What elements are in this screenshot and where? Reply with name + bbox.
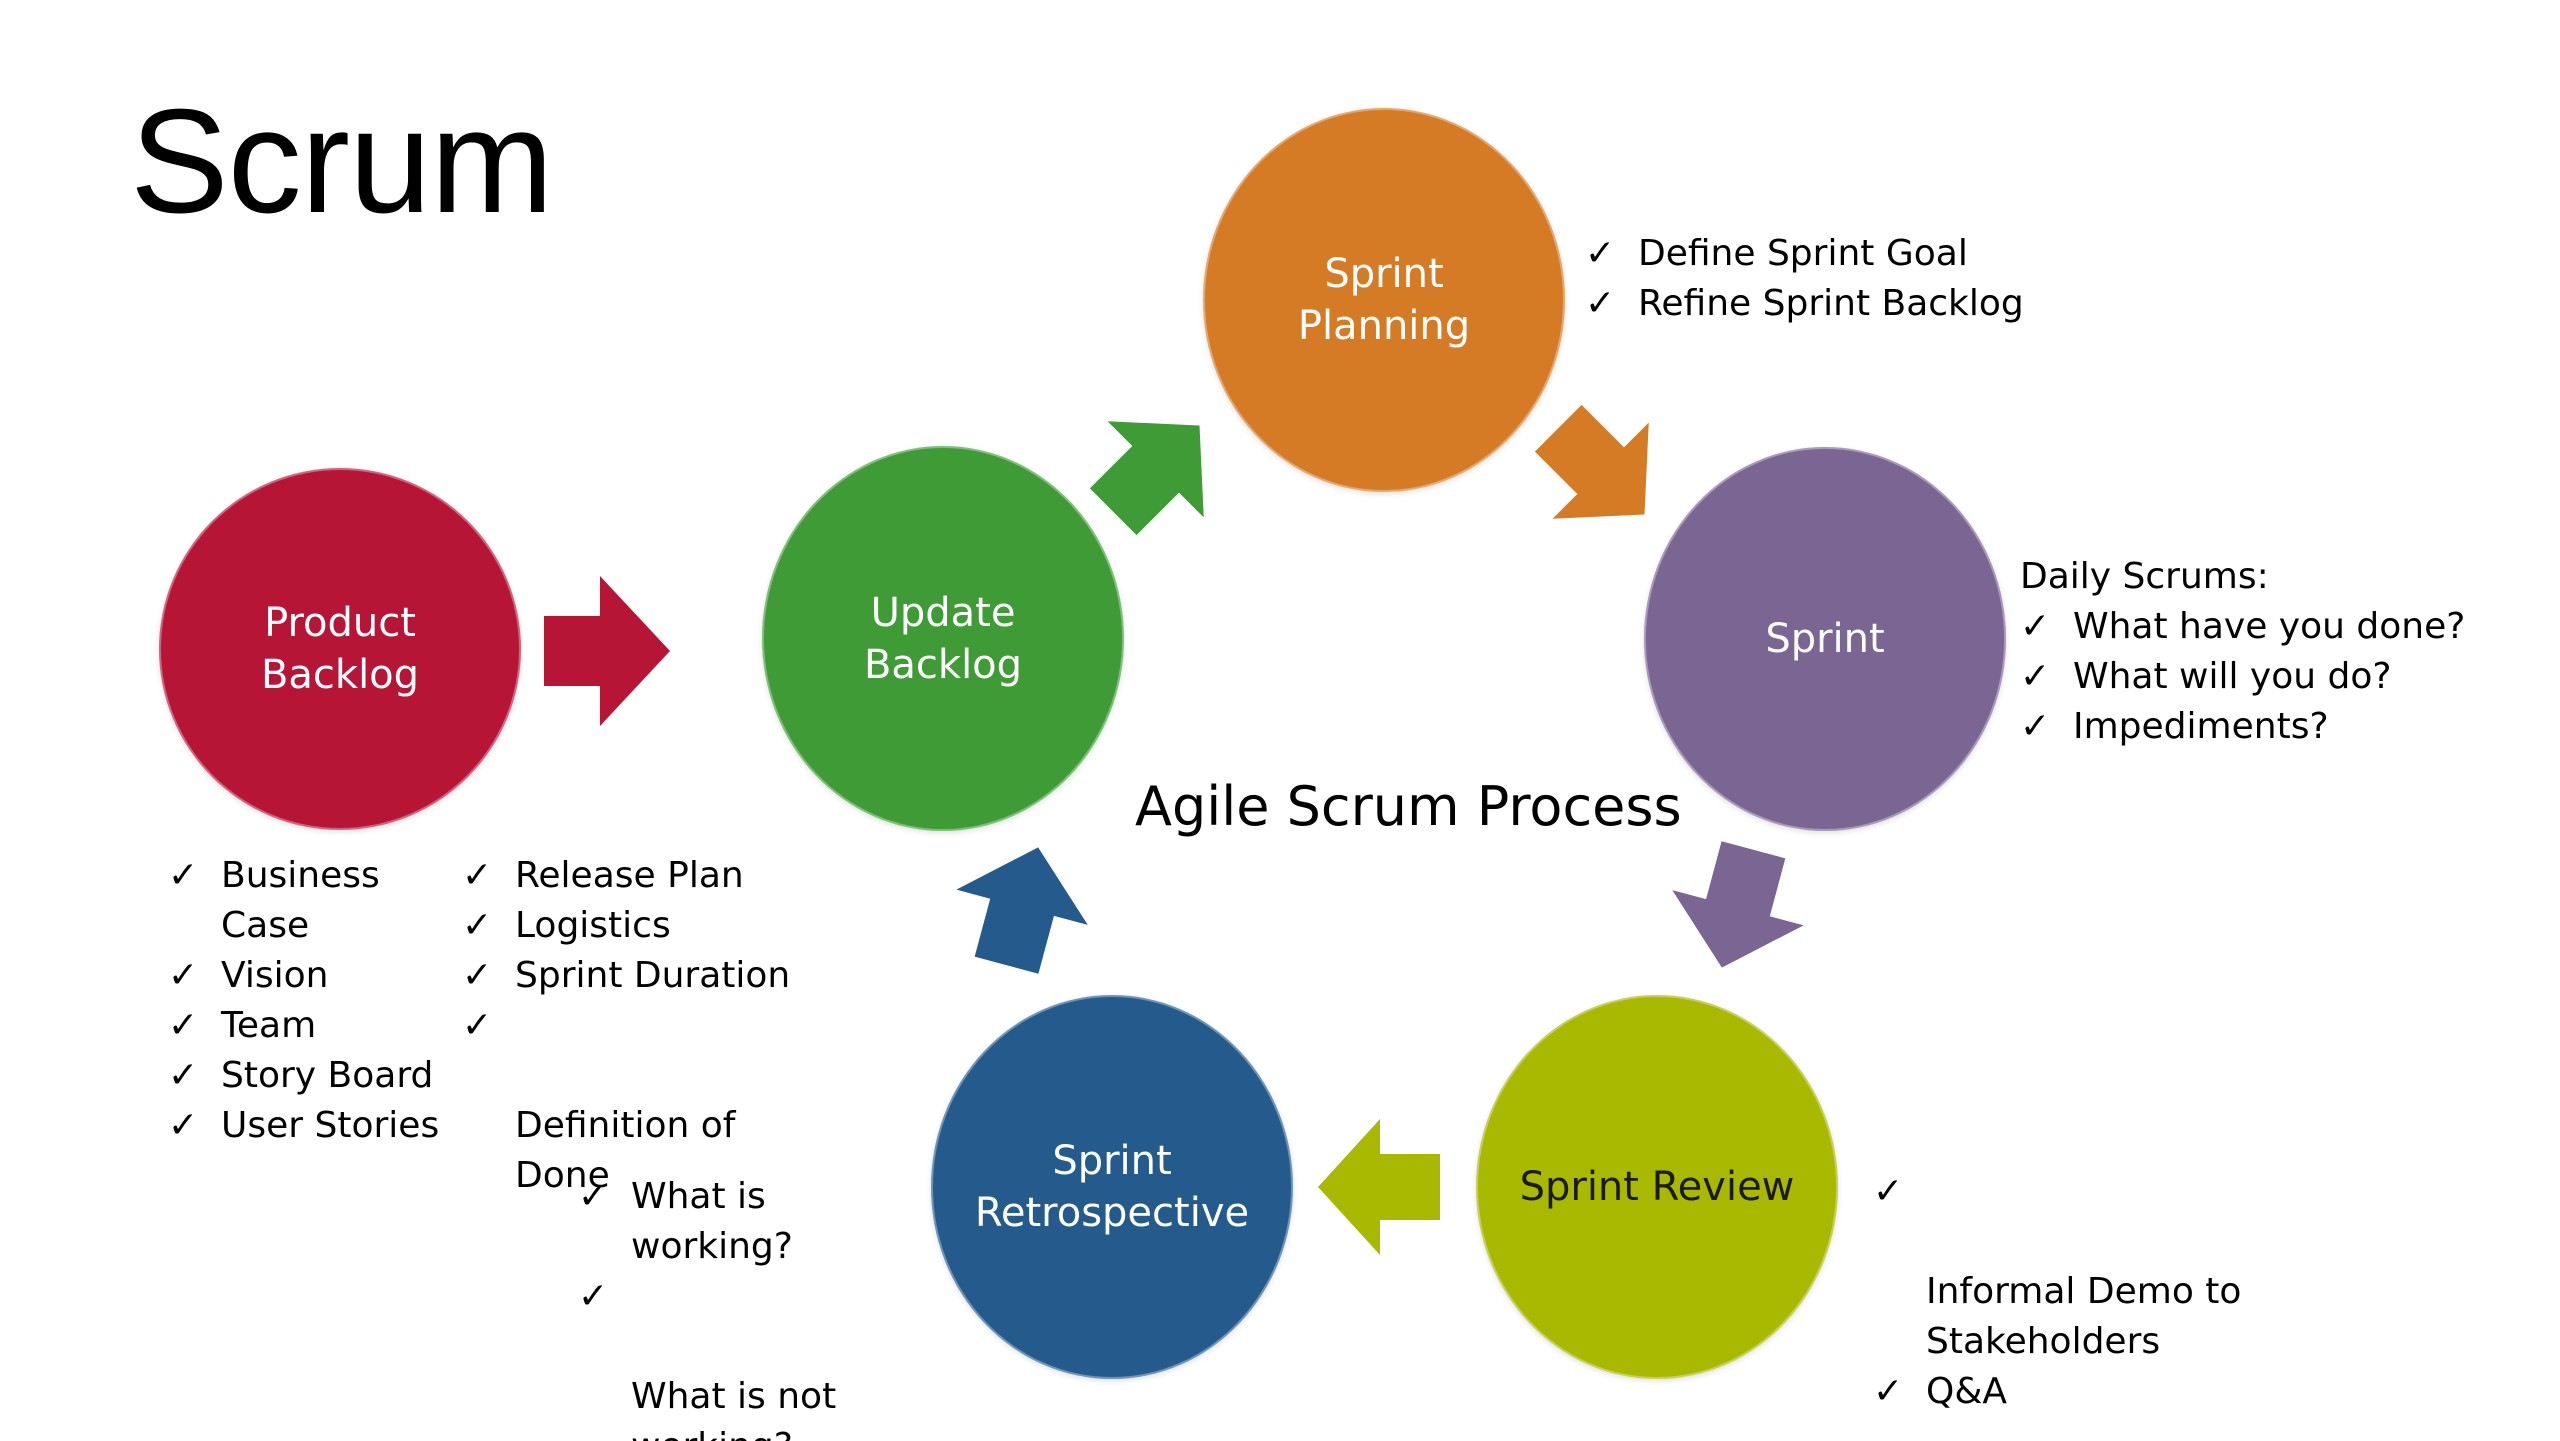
check-icon: ✓	[1585, 283, 1616, 324]
checklist-item: ✓ Define Sprint Goal	[1585, 229, 2185, 279]
arrow-sprint-to-review-shape	[1672, 841, 1804, 968]
check-icon: ✓	[2020, 656, 2051, 697]
process-title: Agile Scrum Process	[1135, 775, 1682, 838]
stage-sprint: Sprint	[1644, 447, 2006, 831]
checklist-item: ✓ Release Plan	[462, 851, 792, 901]
arrow-review-to-retro	[1318, 1119, 1440, 1255]
checklist-item-text: User Stories	[221, 1105, 440, 1146]
checklist-item: ✓ Refine Sprint Backlog	[1585, 279, 2185, 329]
checklist-item: ✓ Team	[168, 1001, 468, 1051]
check-icon: ✓	[462, 1005, 493, 1046]
check-icon: ✓	[1585, 233, 1616, 274]
checklist-item-text: Sprint Duration	[515, 955, 791, 996]
check-icon: ✓	[2020, 706, 2051, 747]
check-icon: ✓	[578, 1176, 609, 1217]
stage-update-backlog-label: Update Backlog	[863, 589, 1023, 688]
checklist-item-text: Vision	[221, 955, 329, 996]
checklist-item-text: Business Case	[221, 855, 380, 946]
arrow-planning-to-sprint-shape	[1534, 404, 1649, 519]
arrow-update-to-planning-shape	[1089, 421, 1204, 536]
checklist-item-text: Informal Demo to Stakeholders	[1926, 1271, 2242, 1362]
checklist-item: ✓ What will you do?	[2020, 652, 2540, 702]
check-icon: ✓	[462, 855, 493, 896]
slide-title: Scrum	[130, 79, 554, 244]
checklist-item: ✓ Impediments?	[2020, 702, 2540, 752]
checklist-item-text: Definition of Done	[515, 1105, 736, 1196]
stage-update-backlog: Update Backlog	[762, 446, 1124, 831]
sprint-review-checklist: ✓ Informal Demo to Stakeholders ✓ Q&A	[1873, 1167, 2293, 1417]
check-icon: ✓	[168, 1005, 199, 1046]
check-icon: ✓	[462, 955, 493, 996]
sprint-retrospective-checklist: ✓ What is working? ✓ What is not working…	[578, 1172, 908, 1441]
checklist-item-text: Release Plan	[515, 855, 744, 896]
product-backlog-notes-col1: ✓ Business Case ✓ Vision ✓ Team ✓ Story …	[168, 851, 468, 1151]
sprint-planning-notes: ✓ Define Sprint Goal ✓ Refine Sprint Bac…	[1585, 229, 2185, 329]
stage-sprint-retrospective-label: Sprint Retrospective	[974, 1138, 1250, 1236]
product-backlog-notes-col2: ✓ Release Plan ✓ Logistics ✓ Sprint Dura…	[462, 851, 792, 1201]
stage-sprint-planning: Sprint Planning	[1203, 108, 1565, 492]
checklist-item: ✓ Logistics	[462, 901, 792, 951]
arrow-retro-to-update-shape	[956, 847, 1088, 974]
check-icon: ✓	[462, 905, 493, 946]
stage-sprint-label: Sprint	[1765, 616, 1885, 662]
stage-product-backlog: Product Backlog	[159, 468, 521, 830]
checklist-item: ✓ What have you done?	[2020, 602, 2540, 652]
checklist-item-text: Story Board	[221, 1055, 434, 1096]
checklist-item: ✓ User Stories	[168, 1101, 468, 1151]
arrow-planning-to-sprint	[1534, 404, 1649, 519]
checklist-item: ✓ What is working?	[578, 1172, 908, 1272]
check-icon: ✓	[2020, 606, 2051, 647]
product-backlog-checklist-2: ✓ Release Plan ✓ Logistics ✓ Sprint Dura…	[462, 851, 792, 1201]
sprint-checklist: ✓ What have you done? ✓ What will you do…	[2020, 602, 2540, 752]
checklist-item: ✓ Story Board	[168, 1051, 468, 1101]
sprint-planning-checklist: ✓ Define Sprint Goal ✓ Refine Sprint Bac…	[1585, 229, 2185, 329]
stage-sprint-review: Sprint Review	[1476, 995, 1838, 1379]
sprint-retrospective-notes: ✓ What is working? ✓ What is not working…	[578, 1172, 908, 1441]
arrow-update-to-planning	[1089, 421, 1204, 536]
checklist-item-text: Logistics	[515, 905, 671, 946]
arrow-review-to-retro-shape	[1318, 1119, 1440, 1255]
checklist-item: ✓ Informal Demo to Stakeholders	[1873, 1167, 2293, 1367]
checklist-item-text: What have you done?	[2073, 606, 2466, 647]
checklist-item-text: Impediments?	[2073, 706, 2329, 747]
stage-sprint-planning-label: Sprint Planning	[1297, 251, 1471, 349]
checklist-item-text: What will you do?	[2073, 656, 2392, 697]
arrow-retro-to-update	[956, 847, 1088, 974]
checklist-item-text: Define Sprint Goal	[1638, 233, 1968, 274]
stage-sprint-review-label: Sprint Review	[1519, 1164, 1795, 1210]
checklist-item-text: Refine Sprint Backlog	[1638, 283, 2024, 324]
checklist-item: ✓ Business Case	[168, 851, 468, 951]
checklist-item-text: Q&A	[1926, 1371, 2008, 1412]
checklist-item-text: Team	[221, 1005, 317, 1046]
arrow-sprint-to-review	[1672, 841, 1804, 968]
checklist-item: ✓ Vision	[168, 951, 468, 1001]
checklist-item-text: What is working?	[631, 1176, 793, 1267]
check-icon: ✓	[578, 1276, 609, 1317]
checklist-item: ✓ Q&A	[1873, 1367, 2293, 1417]
product-backlog-checklist-1: ✓ Business Case ✓ Vision ✓ Team ✓ Story …	[168, 851, 468, 1151]
checklist-item: ✓ What is not working?	[578, 1272, 908, 1441]
check-icon: ✓	[168, 1105, 199, 1146]
checklist-item-text: What is not working?	[631, 1376, 837, 1441]
check-icon: ✓	[1873, 1171, 1904, 1212]
check-icon: ✓	[168, 955, 199, 996]
check-icon: ✓	[168, 855, 199, 896]
checklist-item: ✓ Definition of Done	[462, 1001, 792, 1201]
sprint-review-notes: ✓ Informal Demo to Stakeholders ✓ Q&A	[1873, 1167, 2293, 1417]
arrow-backlog-to-update-shape	[544, 576, 670, 726]
check-icon: ✓	[168, 1055, 199, 1096]
stage-sprint-retrospective: Sprint Retrospective	[931, 995, 1293, 1379]
sprint-notes: Daily Scrums: ✓ What have you done? ✓ Wh…	[2020, 552, 2540, 752]
arrow-backlog-to-update	[544, 576, 670, 726]
check-icon: ✓	[1873, 1371, 1904, 1412]
daily-scrums-heading: Daily Scrums:	[2020, 556, 2269, 597]
stage-product-backlog-label: Product Backlog	[260, 600, 420, 698]
checklist-item: ✓ Sprint Duration	[462, 951, 792, 1001]
